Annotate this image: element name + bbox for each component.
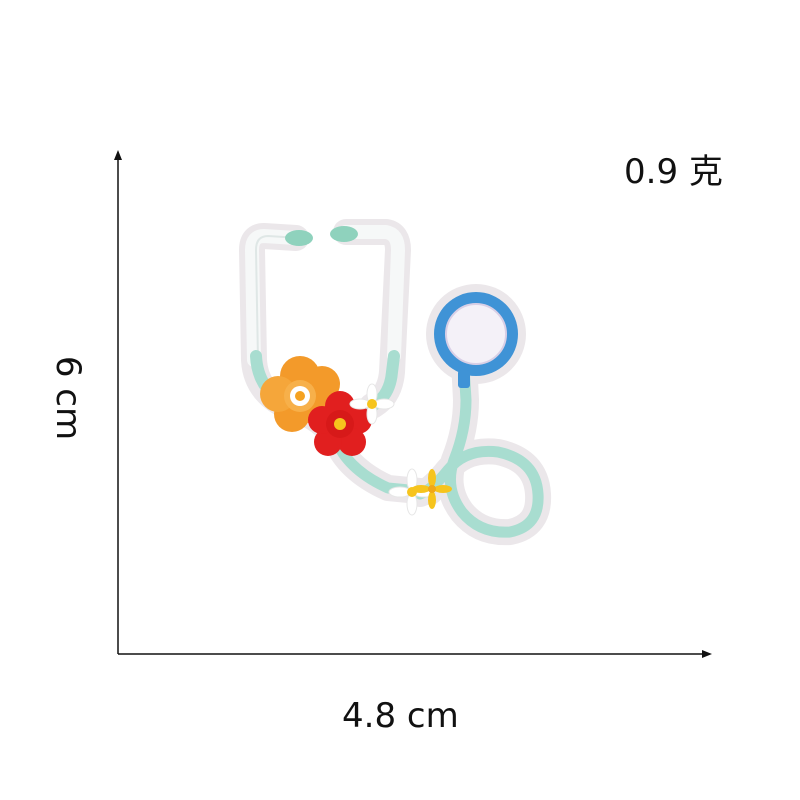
right-ear-tip	[330, 226, 358, 242]
main-tube	[330, 360, 544, 538]
red-flower	[308, 391, 372, 456]
dimension-axes	[114, 150, 712, 658]
horizontal-arrowhead	[702, 650, 712, 658]
white-flower-top	[349, 383, 395, 425]
stethoscope-patch	[239, 219, 552, 546]
weight-label: 0.9 克	[624, 152, 723, 192]
left-ear-tip	[285, 230, 313, 246]
height-dimension-label: 6 cm	[48, 355, 88, 441]
width-dimension-label: 4.8 cm	[342, 696, 459, 736]
vertical-arrowhead	[114, 150, 122, 160]
orange-flower	[260, 356, 340, 432]
yellow-flower	[412, 469, 452, 509]
chest-piece	[434, 292, 518, 388]
